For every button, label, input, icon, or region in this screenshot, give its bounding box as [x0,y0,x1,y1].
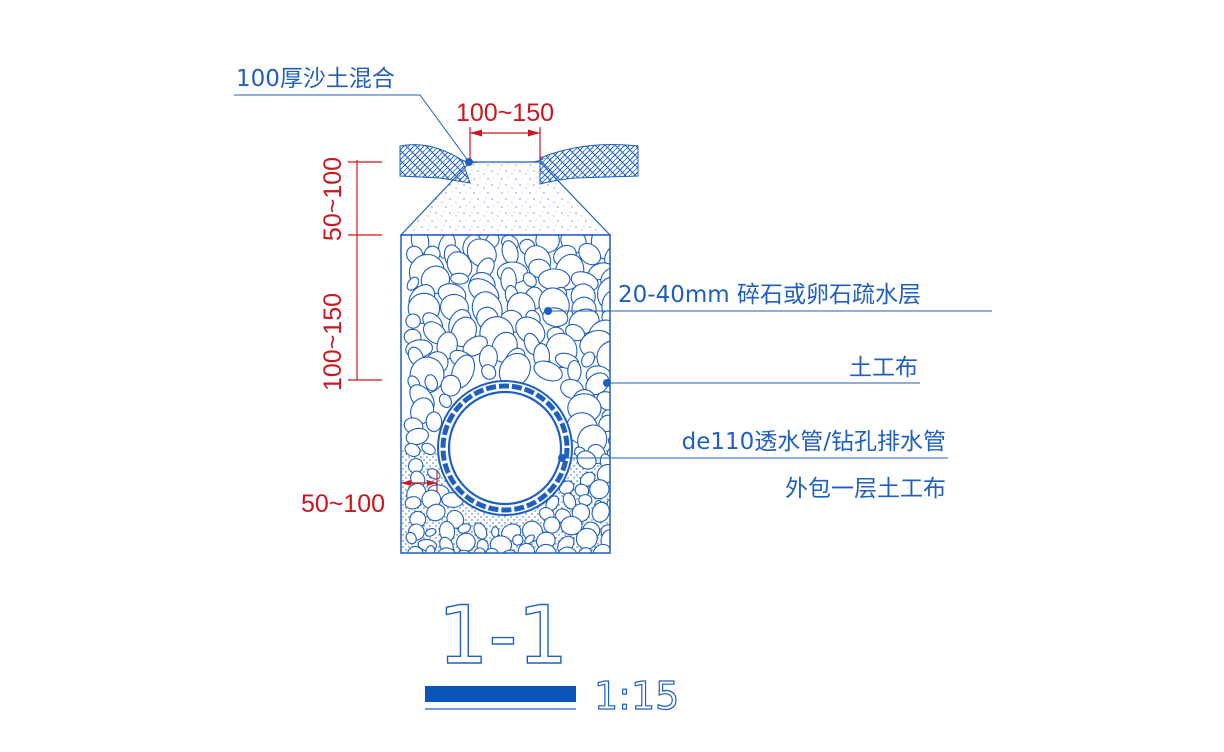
label-gravel: 20-40mm 碎石或卵石疏水层 [618,282,921,308]
dim-side-gap: 50~100 [301,490,385,518]
gravel-stone [515,316,546,345]
gravel-stone [426,503,446,522]
section-title: 1-1 [438,589,569,682]
label-pipe-line2: 外包一层土工布 [785,476,946,502]
gravel-stone [408,457,424,474]
scale-bar [425,686,576,702]
gravel-stone [517,542,536,553]
gravel-stone [404,496,422,510]
gravel-stone [522,272,537,288]
label-pipe-line1: de110透水管/钻孔排水管 [682,429,946,455]
gravel-stone [457,549,474,553]
gravel-stone [512,534,524,546]
trench-outline [400,234,611,554]
gravel-stone [405,313,421,329]
dot-geotextile [603,379,611,387]
dim-cover-depth: 50~100 [319,157,347,241]
gravel-stone [596,391,610,412]
section-scale: 1:15 [594,674,679,718]
gravel-stone [596,340,610,375]
gravel-stone [473,522,488,540]
gravel-stone [440,374,462,397]
pipe-inner-ring [447,390,563,506]
gravel-stone [576,450,597,470]
gravel-stone [457,523,472,534]
gravel-stone [567,359,582,383]
leader-sand-soil [234,94,470,163]
gravel-stone [611,512,625,524]
gravel-stone [610,480,625,497]
gravel-stone [450,272,469,285]
dot-sand-soil [465,158,473,166]
gravel-stone [424,527,437,537]
dim-top-width: 100~150 [456,99,554,127]
gravel-stone [425,411,443,433]
leaders [234,94,992,459]
label-geotextile: 土工布 [849,355,918,381]
gravel-stone [406,276,420,291]
gravel-stone [591,501,610,523]
gravel-stone [425,545,436,553]
gravel-stone [456,532,476,552]
gravel-stone [424,374,438,392]
gravel-stone [537,268,571,291]
gravel-stone [543,516,561,534]
pipe-dashed-ring [440,383,570,513]
dot-gravel [544,307,552,315]
gravel-stone [578,242,602,266]
gravel-stone [421,442,436,456]
gravel-stone [535,543,557,553]
gravel-stone [607,431,610,450]
gravel-stone [578,547,592,553]
gravel-stone [406,545,425,553]
perforated-pipe [437,380,573,516]
label-sand-soil: 100厚沙土混合 [236,66,395,92]
gravel-stone [404,442,421,458]
gravel-stone [481,364,497,380]
gravel-stone [535,235,560,253]
gravel-stone [560,515,583,536]
gravel-stone [533,360,563,382]
gravel-stone [405,531,417,545]
gravel-stone [581,351,596,368]
dim-gravel-depth: 100~150 [319,293,347,391]
ground-surface [399,144,639,185]
trench [400,234,642,554]
gravel-stone [575,527,598,550]
leader-dots [465,158,611,462]
gravel-stone [438,393,452,408]
gravel-stone [405,427,429,446]
dot-pipe [558,454,566,462]
dimension-lines [348,127,541,492]
gravel-stones [403,235,642,553]
gravel-stone [589,479,610,500]
gravel-stone [608,374,642,402]
